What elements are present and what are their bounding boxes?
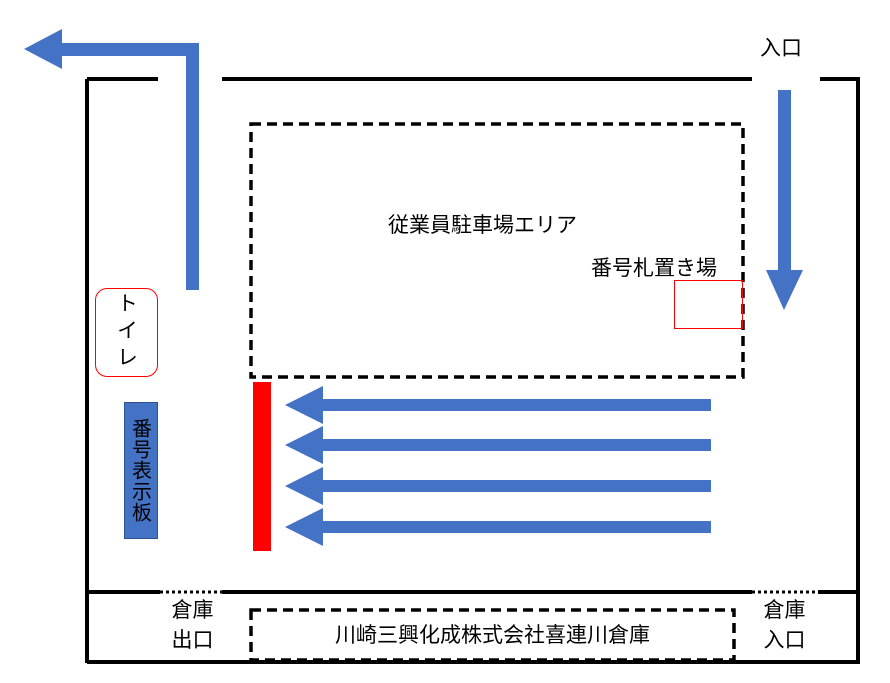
parking-arrow [285, 508, 711, 546]
warehouse-name-label: 川崎三興化成株式会社喜連川倉庫 [335, 623, 650, 647]
parking-arrow [285, 467, 711, 505]
warehouse-exit-label-line2: 出口 [171, 628, 214, 652]
warehouse-entrance-label-line1: 倉庫 [763, 598, 806, 622]
parking-area-label: 従業員駐車場エリア [388, 213, 577, 237]
number-board: 番号表示板 [124, 402, 158, 539]
warehouse-entrance-label-line2: 入口 [763, 628, 806, 652]
toilet-label: トイレ [114, 292, 139, 373]
stop-line-bar [253, 382, 271, 551]
parking-area-outline [249, 122, 745, 379]
parking-arrow [285, 426, 711, 464]
warehouse-outline [249, 608, 736, 662]
number-board-label: 番号表示板 [128, 418, 153, 523]
warehouse-exit-label-line1: 倉庫 [171, 598, 214, 622]
entrance-route-arrow [766, 90, 803, 310]
entrance-label: 入口 [760, 36, 802, 60]
exit-route-arrow [24, 29, 199, 290]
number-plate-place-label: 番号札置き場 [591, 256, 717, 280]
parking-direction-arrows [285, 386, 711, 546]
site-boundary [85, 77, 860, 664]
toilet-box: トイレ [95, 288, 158, 377]
number-plate-box [674, 280, 743, 329]
parking-arrow [285, 386, 711, 424]
